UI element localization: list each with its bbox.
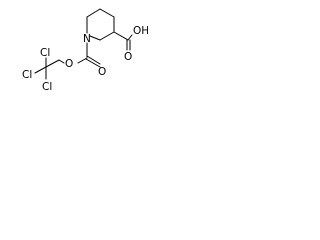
bond-carbonyl-b [86,55,101,65]
atom-label-cl-left: Cl [22,69,32,81]
bond-c6-c5 [86,8,101,18]
bond-acid-carbon-oh [127,34,133,41]
piperidine-ring [86,8,115,41]
carboxylic-acid-group [113,31,133,51]
bond-carbonyl-a [85,58,101,68]
atom-label-n: N [83,33,91,45]
bond-c3-acid-carbon [113,31,129,41]
atom-label-carbamate-carbonyl-o: O [98,66,106,78]
bond-c2-n [89,35,101,41]
bond-ester-oxygen-ch2 [58,59,65,64]
bond-c5-c4 [99,8,115,18]
carbamate-group [77,42,101,68]
chemical-structure-diagram: N OH O O O Cl Cl Cl [22,8,148,93]
bond-ccl3-cl-left [34,66,47,74]
bond-c3-c2 [99,31,115,41]
atom-label-cl-lower: Cl [42,81,52,93]
atom-label-cl-upper: Cl [40,47,50,59]
bond-carbamate-ester-oxygen [77,57,88,64]
bond-ch2-ccl3 [45,59,60,68]
atom-label-ester-o: O [65,58,73,70]
atom-label-acid-carbonyl-o: O [124,51,132,63]
atom-label-oh: OH [133,25,148,37]
trichloroethyl-group [34,57,65,80]
